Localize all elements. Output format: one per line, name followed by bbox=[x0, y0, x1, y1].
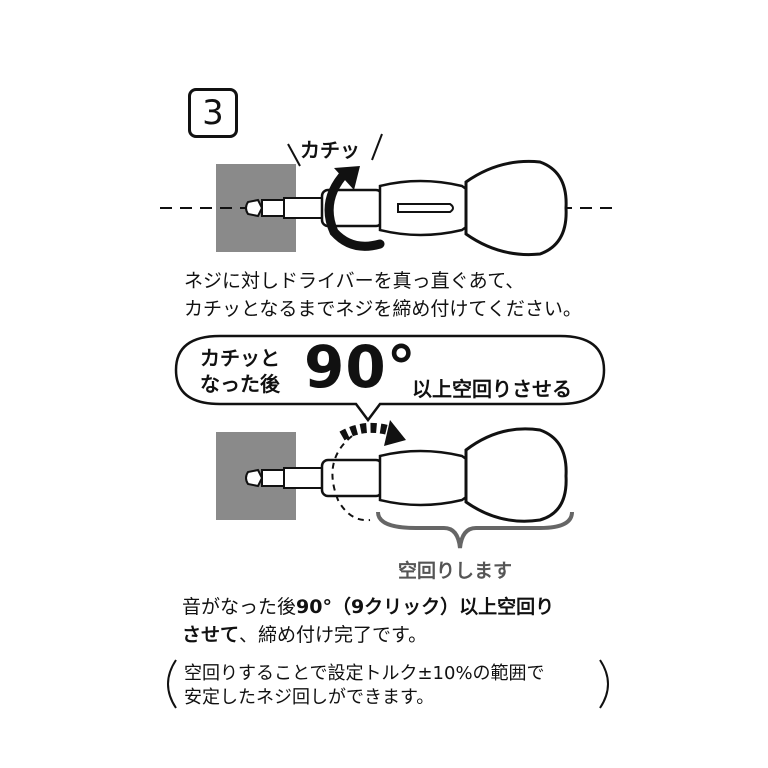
idle-brace bbox=[376, 511, 574, 549]
instruction-line-1: ネジに対しドライバーを真っ直ぐあて、 bbox=[184, 270, 525, 292]
bubble-line-1: カチッと bbox=[200, 346, 280, 370]
handle-knob-2 bbox=[464, 427, 568, 523]
handle-knob bbox=[464, 159, 568, 257]
screw-head bbox=[245, 198, 264, 218]
idle-rotation-dashed-arrow bbox=[331, 435, 371, 522]
completion-rest: 、締め付け完了です。 bbox=[239, 624, 428, 646]
step-number: 3 bbox=[202, 93, 224, 133]
click-tick-left bbox=[287, 143, 301, 167]
completion-bold-1: 90°（9クリック）以上空回り bbox=[296, 596, 555, 618]
rotation-arrow bbox=[324, 167, 385, 251]
bubble-action: 以上空回りさせる bbox=[412, 377, 572, 401]
click-sound-label: カチッ bbox=[300, 138, 360, 162]
completion-bold-2: させて bbox=[182, 624, 240, 646]
rotation-arrowhead bbox=[334, 166, 360, 190]
instruction-line-2: カチッとなるまでネジを締め付けてください。 bbox=[184, 298, 582, 320]
idle-rotation-label: 空回りします bbox=[398, 560, 513, 582]
completion-line-2: させて、締め付け完了です。 bbox=[182, 626, 427, 645]
bubble-line-2: なった後 bbox=[200, 372, 280, 396]
click-tick-right bbox=[371, 133, 383, 161]
completion-prefix: 音がなった後 bbox=[182, 596, 297, 618]
bubble-angle: 90° bbox=[304, 333, 417, 401]
click-arrow-dashed bbox=[339, 422, 396, 441]
completion-line-1: 音がなった後90°（9クリック）以上空回り bbox=[182, 598, 554, 617]
step-number-box: 3 bbox=[188, 88, 238, 138]
click-arrowhead bbox=[384, 420, 406, 446]
note-line-1: 空回りすることで設定トルク±10%の範囲で bbox=[184, 663, 545, 684]
note-line-2: 安定したネジ回しができます。 bbox=[184, 687, 435, 708]
screw-head-2 bbox=[245, 468, 264, 488]
handle-slot bbox=[397, 203, 454, 213]
